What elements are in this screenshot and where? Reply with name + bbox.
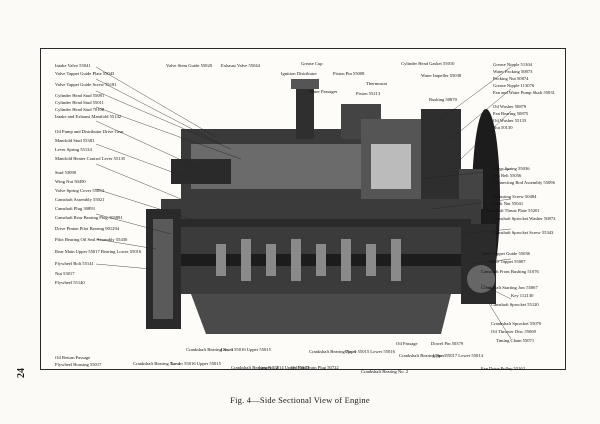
label-manifold-heater-lever: Manifold Heater Control Lever 55135 xyxy=(55,156,126,161)
label-bearing-lower-upper-3: Lower 55014 Upper 55013 xyxy=(259,365,309,370)
label-bearing-lower-upper-1: Lower 55016 Upper 55015 xyxy=(171,361,221,366)
figure-caption: Fig. 4—Side Sectional View of Engine xyxy=(230,395,370,405)
label-camshaft-sprocket: Camshaft Sprocket 55120 xyxy=(491,302,539,307)
label-valve-tappet: Valve Tappet 55007 xyxy=(489,259,526,264)
label-lock-nut: Lock Nut 55041 xyxy=(493,201,524,206)
label-bushing: Bushing 50870 xyxy=(429,97,457,102)
label-nut-right: Nut 50130 xyxy=(493,125,513,130)
label-crankshaft-starting-jaw: Crankshaft Starting Jaw 55067 xyxy=(481,285,538,290)
label-manifold: Intake and Exhaust Manifold 55142 xyxy=(55,114,122,119)
label-valve-tappet-guide: Valve Tappet Guide 55036 xyxy=(481,251,530,256)
label-camshaft-thrust-plate: Camshaft Thrust Plate 55201 xyxy=(486,208,540,213)
label-grease-nipple-2: Grease Nipple 113076 xyxy=(493,83,535,88)
label-fan-drive-pulley: Fan Drive Pulley 55162 xyxy=(481,366,526,371)
label-oil-passage: Oil Passage xyxy=(396,341,418,346)
label-camshaft-sprocket-screw: Camshaft Sprocket Screw 55343 xyxy=(493,230,554,235)
label-crankshaft-bearing-no3-b: Crankshaft Bearing No. 3 xyxy=(309,349,357,354)
label-crankshaft-bearing-no3-a: Crankshaft Bearing No. 3 xyxy=(186,347,234,352)
label-oil-washer-2: Oil Washer 55133 xyxy=(493,118,527,123)
label-ignition-distributor: Ignition Distributor xyxy=(281,71,317,76)
label-connecting-rod: Connecting Rod Assembly 55096 xyxy=(493,180,555,185)
label-bearing-lower-upper-2: Lower 55016 Upper 55015 xyxy=(221,347,271,352)
label-crankshaft-bearing-no1: Crankshaft Bearing No. 1 xyxy=(399,353,447,358)
label-thermostat: Thermostat xyxy=(366,81,387,86)
label-oil-thrower-disc: Oil Thrower Disc 55069 xyxy=(491,329,536,334)
label-crankshaft-bearing-no2-b: Crankshaft Bearing No. 2 xyxy=(361,369,409,374)
label-flywheel-housing: Flywheel Housing 55017 xyxy=(55,362,102,367)
label-camshaft-sprocket-washer: Camshaft Sprocket Washer 50872 xyxy=(493,216,556,221)
label-timing-chain: Timing Chain 55071 xyxy=(496,338,535,343)
page-number: 24 xyxy=(16,368,27,378)
label-exhaust-valve: Exhaust Valve 55044 xyxy=(221,63,260,68)
label-water-passages: Water Passages xyxy=(309,89,338,94)
label-water-packing: Water Packing 50873 xyxy=(493,69,533,74)
label-bearing-upper-lower-4: Upper 55015 Lower 55016 xyxy=(345,349,395,354)
label-crankshaft-sprocket: Crankshaft Sprocket 55070 xyxy=(491,321,542,326)
label-key: Key 112130 xyxy=(511,293,534,298)
label-camshaft-assembly: Camshaft Assembly 55021 xyxy=(55,197,105,202)
label-nut: Nut 53017 xyxy=(55,271,75,276)
label-crankshaft-bearing-no4: Crankshaft Bearing No. 4 xyxy=(133,361,181,366)
figure-frame: Intake Valve 55041 Valve Tappet Guide Pl… xyxy=(40,48,566,374)
label-stud: Stud 53090 xyxy=(55,170,77,175)
label-flywheel-bolt: Flywheel Bolt 55141 xyxy=(55,261,94,266)
label-cylinder-head-stud-1: Cylinder Head Stud 55081 xyxy=(55,93,105,98)
label-flywheel: Flywheel 55140 xyxy=(55,280,85,285)
label-oil-pan-drain-plug: Oil Pan Drain Plug 50722 xyxy=(291,365,339,370)
label-piston: Piston 55213 xyxy=(356,91,381,96)
label-rear-main-bearing: Rear Main Upper 55017 Bearing Lower 5501… xyxy=(55,249,142,254)
label-camshaft-plug: Camshaft Plug 30893 xyxy=(55,206,95,211)
label-pilot-bearing-oil-seal: Pilot Bearing Oil Seal Assembly 55430 xyxy=(55,237,128,242)
label-valve-tappet-guide-plate: Valve Tappet Guide Plate 55043 xyxy=(55,71,115,76)
label-grease-nipple-1: Grease Nipple 51304 xyxy=(493,62,533,67)
label-water-impeller: Water Impeller 55038 xyxy=(421,73,462,78)
label-camshaft-rear-bearing-plug: Camshaft Rear Bearing Plug 103891 xyxy=(55,215,123,220)
engine-section-illustration xyxy=(95,66,512,340)
label-oil-washer-1: Oil Washer 50879 xyxy=(493,104,527,109)
label-cylinder-head-stud-3: Cylinder Head Stud 70108 xyxy=(55,107,105,112)
label-oil-return-passage: Oil Return Passage xyxy=(55,355,91,360)
label-packing-nut: Packing Nut 50874 xyxy=(493,76,529,81)
label-valve-stem-guide: Valve Stem Guide 55020 xyxy=(166,63,213,68)
label-cylinder-head-stud-2: Cylinder Head Stud 55011 xyxy=(55,100,104,105)
label-camshaft-front-bushing: Camshaft Front Bushing 51076 xyxy=(481,269,539,274)
label-fan-pump-shaft: Fan and Water Pump Shaft 55031 xyxy=(493,90,555,95)
label-bearing-upper-lower-5: Upper 55017 Lower 55014 xyxy=(433,353,483,358)
label-lever-spring: Lever Spring 55134 xyxy=(55,147,92,152)
label-valve-spring-cover: Valve Spring Cover 55053 xyxy=(55,188,104,193)
label-manifold-stud: Manifold Stud 55381 xyxy=(55,138,95,143)
label-intake-valve: Intake Valve 55041 xyxy=(55,63,91,68)
label-grease-cup: Grease Cup xyxy=(301,61,323,66)
label-wing-nut: Wing Nut 50490 xyxy=(55,179,86,184)
label-crankshaft-bearing-no2-a: Crankshaft Bearing No. 2 xyxy=(231,365,279,370)
label-fan-bearing: Fan Bearing 50875 xyxy=(493,111,529,116)
label-cylinder-head-gasket: Cylinder Head Gasket 55010 xyxy=(401,61,455,66)
label-valve-spring: Valve Spring 55036 xyxy=(493,166,530,171)
label-dowel-pin: Dowel Pin 50379 xyxy=(431,341,464,346)
label-oil-pump-gear: Oil Pump and Distributor Drive Gear xyxy=(55,129,124,134)
label-drive-pinion-pilot-bearing: Drive Pinion Pilot Bearing 901294 xyxy=(55,226,120,231)
label-valve-tappet-guide-screw: Valve Tappet Guide Screw 55181 xyxy=(55,82,117,87)
label-fan-belt: Fan Belt 55056 xyxy=(493,173,522,178)
label-adjusting-screw: Adjusting Screw 50484 xyxy=(493,194,537,199)
label-piston-pin: Piston Pin 55008 xyxy=(333,71,365,76)
